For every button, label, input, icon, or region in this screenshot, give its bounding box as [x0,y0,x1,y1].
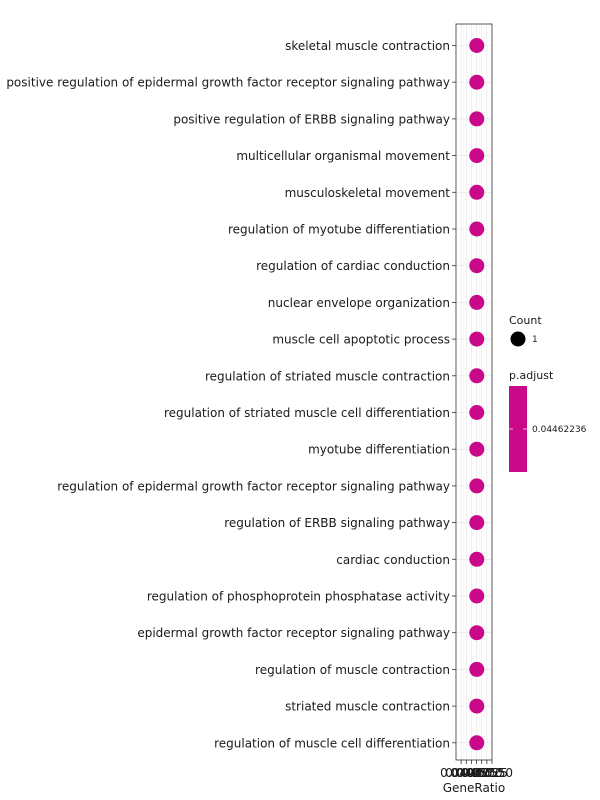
category-label: myotube differentiation [308,443,450,457]
legend: Count 1 p.adjust 0.04462236 [509,314,587,472]
data-point [469,331,485,347]
data-point [469,661,485,677]
category-label: regulation of striated muscle contractio… [205,369,450,383]
data-point [469,111,485,127]
count-legend-title: Count [509,314,542,327]
category-label: nuclear envelope organization [268,296,450,310]
padj-legend-label: 0.04462236 [532,425,587,435]
data-point [469,294,485,310]
x-tick-label: 0.0550 [471,766,513,780]
category-labels: skeletal muscle contraction positive regu… [6,39,450,750]
plot-panel [455,23,493,761]
category-label: multicellular organismal movement [236,149,450,163]
x-ticks: 0.04000.04250.04500.04750.05000.05250.05… [440,760,513,780]
x-axis-title: GeneRatio [443,781,505,795]
category-label: regulation of ERBB signaling pathway [224,516,450,530]
category-label: regulation of cardiac conduction [256,259,450,273]
data-point [469,38,485,53]
category-label: regulation of myotube differentiation [228,223,450,237]
category-label: muscle cell apoptotic process [272,333,450,347]
data-point [469,735,485,751]
data-point [469,405,485,420]
x-tick-label: 0.0475 [456,766,498,780]
category-label: regulation of striated muscle cell diffe… [164,406,450,420]
category-label: regulation of epidermal growth factor re… [57,479,450,493]
data-point [469,551,485,567]
data-point [469,148,485,164]
y-ticks [452,45,456,744]
category-label: striated muscle contraction [285,700,450,714]
data-points [469,38,485,751]
grid-lines [456,24,493,760]
data-point [469,478,485,494]
x-tick-label: 0.0400 [440,766,482,780]
category-label: positive regulation of ERBB signaling pa… [173,112,450,126]
data-point [469,221,485,237]
data-point [469,515,485,531]
category-label: epidermal growth factor receptor signali… [137,626,450,640]
data-point [469,258,485,274]
x-tick-label: 0.0525 [466,766,508,780]
x-tick-label: 0.0500 [461,766,503,780]
data-point [469,74,485,90]
category-label: regulation of muscle cell differentiatio… [214,736,450,750]
data-point [469,625,485,641]
x-tick-label: 0.0425 [445,766,487,780]
count-legend-label: 1 [532,335,538,345]
data-point [469,368,485,384]
data-point [469,441,485,457]
padj-legend-title: p.adjust [509,369,554,382]
data-point [469,184,485,200]
category-label: cardiac conduction [336,553,450,567]
data-point [469,588,485,604]
category-label: skeletal muscle contraction [285,39,450,53]
data-point [469,698,485,714]
category-label: musculoskeletal movement [285,186,451,200]
category-label: regulation of muscle contraction [255,663,450,677]
category-label: regulation of phosphoprotein phosphatase… [147,590,450,604]
x-tick-label: 0.0450 [450,766,492,780]
count-legend-key [510,331,526,347]
padj-colorbar [509,386,527,472]
category-label: positive regulation of epidermal growth … [6,76,450,90]
